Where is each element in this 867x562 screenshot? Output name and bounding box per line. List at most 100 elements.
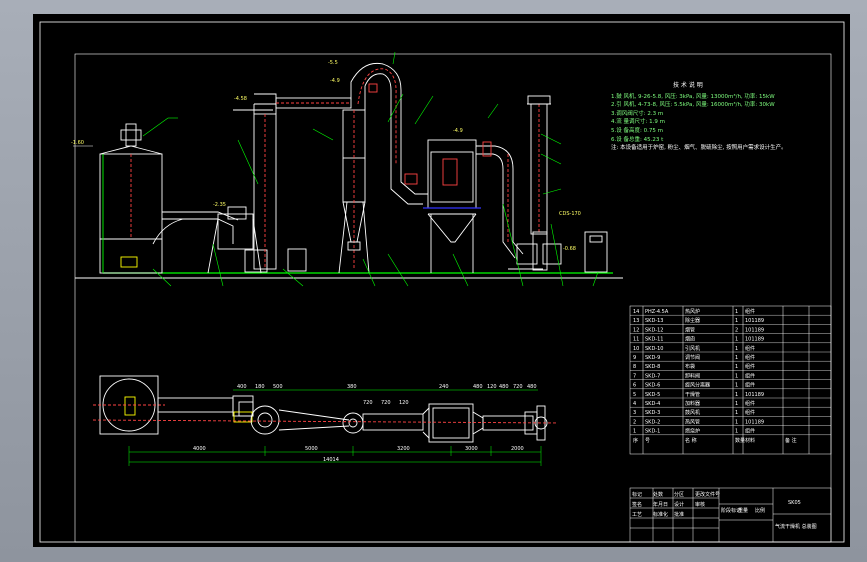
table-cell: SKD-2 [645,419,660,425]
drawing-name: 气流干燥机 总装图 [775,523,817,530]
table-cell: 1 [735,364,738,370]
table-cell: 4 [633,401,636,407]
elevation-view [75,62,623,279]
table-cell: SKD-4 [645,401,660,407]
table-cell: 101189 [745,392,764,398]
induced-fan [516,243,538,265]
title-block-label: 签名 [632,501,642,508]
table-cell: 101189 [745,327,764,333]
elevation-mark: -5.5 [328,60,338,66]
title-block-label: 年月日 [653,501,668,508]
table-cell: SKD-3 [645,410,660,416]
table-header-cell: 数量 [735,437,745,444]
table-cell: 1 [735,410,738,416]
table-cell: 1 [735,383,738,389]
dimension-label: 180 [255,384,265,390]
table-cell: PHZ-4.5A [645,309,669,315]
table-cell: 1 [735,373,738,379]
blower [217,213,254,250]
dimension-label: 500 [273,384,283,390]
cad-drawing: -1.60 -4.58 -2.35 -5.5 -4.9 -4.9 CDS-170… [39,21,845,543]
table-cell: 1 [735,392,738,398]
title-block-label: 标准化 [653,511,668,518]
table-cell: 热风管 [685,418,700,425]
title-block-label: 重量 [738,507,748,514]
dimension-label: 5000 [305,446,318,452]
tech-note-remark: 注: 本设备适用于炉窑, 粉尘、烟气、脱硫除尘, 按照用户需求设计生产。 [611,145,787,152]
table-header-cell: 序 [633,437,638,444]
table-cell: 1 [735,401,738,407]
table-header-cell: 名 称 [685,437,697,444]
table-cell: 调节阀 [685,354,700,361]
table-cell: 14 [633,309,639,315]
table-cell: 1 [735,346,738,352]
dimension-label: 720 [363,400,373,406]
title-block-label: 设计 [674,501,684,508]
dimension-label: 3000 [465,446,478,452]
cyclone-plan [342,412,364,434]
dimension-label: 480 [499,384,509,390]
bag-filter-plan [428,403,474,443]
table-cell: 引风机 [685,345,700,352]
title-block-label: 标记 [632,491,642,498]
table-cell: SKD-9 [645,355,660,361]
table-cell: 组件 [745,409,755,416]
tech-note-line: 6.设 备总重: 45.23 t [611,136,664,143]
tech-notes: 技 术 说 明 1.鼓 风机, 9-26-5.8, 风压: 3kPa, 风量: … [611,82,831,153]
title-block-label: 审核 [695,501,705,508]
drawing-sheet: -1.60 -4.58 -2.35 -5.5 -4.9 -4.9 CDS-170… [33,14,850,547]
table-cell: SKD-5 [645,392,660,398]
title-block-labels: 标记处数分区更改文件号签名年月日设计审核工艺标准化批准阶段标记重量比例 [632,491,765,518]
elevation-mark: -4.58 [234,96,247,102]
table-cell: 9 [633,355,636,361]
dimension-label: 380 [347,384,357,390]
table-cell: 8 [633,364,636,370]
table-cell: 101189 [745,419,764,425]
table-cell: 1 [735,429,738,435]
tech-note-line: 1.鼓 风机, 9-26-5.8, 风压: 3kPa, 风量: 13000m³/… [611,93,775,100]
table-header-cell: 备 注 [785,437,797,444]
table-cell: SKD-7 [645,373,660,379]
dimension-label: 120 [487,384,497,390]
dimension-labels: 4000 5000 3200 3000 2000 14014 400 180 5… [193,384,537,463]
dimension-label: 480 [473,384,483,390]
leaders [142,51,599,287]
table-cell: 2 [633,419,636,425]
table-cell: 组件 [745,372,755,379]
table-cell: 组件 [745,382,755,389]
table-cell: 1 [735,355,738,361]
table-cell: 1 [735,419,738,425]
table-cell: 1 [735,318,738,324]
plan-dimensions [128,389,542,466]
blower-plan [250,405,280,435]
title-block-label: 阶段标记 [721,507,741,514]
dimension-label: 4000 [193,446,206,452]
plan-view [92,375,559,443]
table-cell: 12 [633,327,639,333]
elevation-marks: -1.60 -4.58 -2.35 -5.5 -4.9 -4.9 CDS-170… [71,60,581,252]
table-cell: 组件 [745,400,755,407]
table-cell: 101189 [745,337,764,343]
table-cell: 5 [633,392,636,398]
tech-note-line: 3.调风阀尺寸: 2.3 m [611,110,664,117]
table-cell: 组件 [745,428,755,435]
title-block-label: 批准 [674,511,684,518]
table-cell: 组件 [745,354,755,361]
tech-notes-title: 技 术 说 明 [673,82,703,89]
overall-dimension: 14014 [323,457,339,463]
table-cell: SKD-13 [645,318,663,324]
table-cell: 10 [633,346,639,352]
elevation-mark: -2.35 [213,202,226,208]
tech-note-line: 4.流 量调尺寸: 1.9 m [611,119,665,126]
drawing-number: SK05 [788,500,801,506]
table-cell: 组件 [745,308,755,315]
dimension-label: 240 [439,384,449,390]
table-cell: 热风炉 [685,308,700,315]
title-block-label: 分区 [674,491,684,498]
table-header-cell: 号 [645,438,650,444]
dimension-label: 120 [399,400,409,406]
table-cell: SKD-8 [645,364,660,370]
table-cell: SKD-12 [645,327,663,333]
